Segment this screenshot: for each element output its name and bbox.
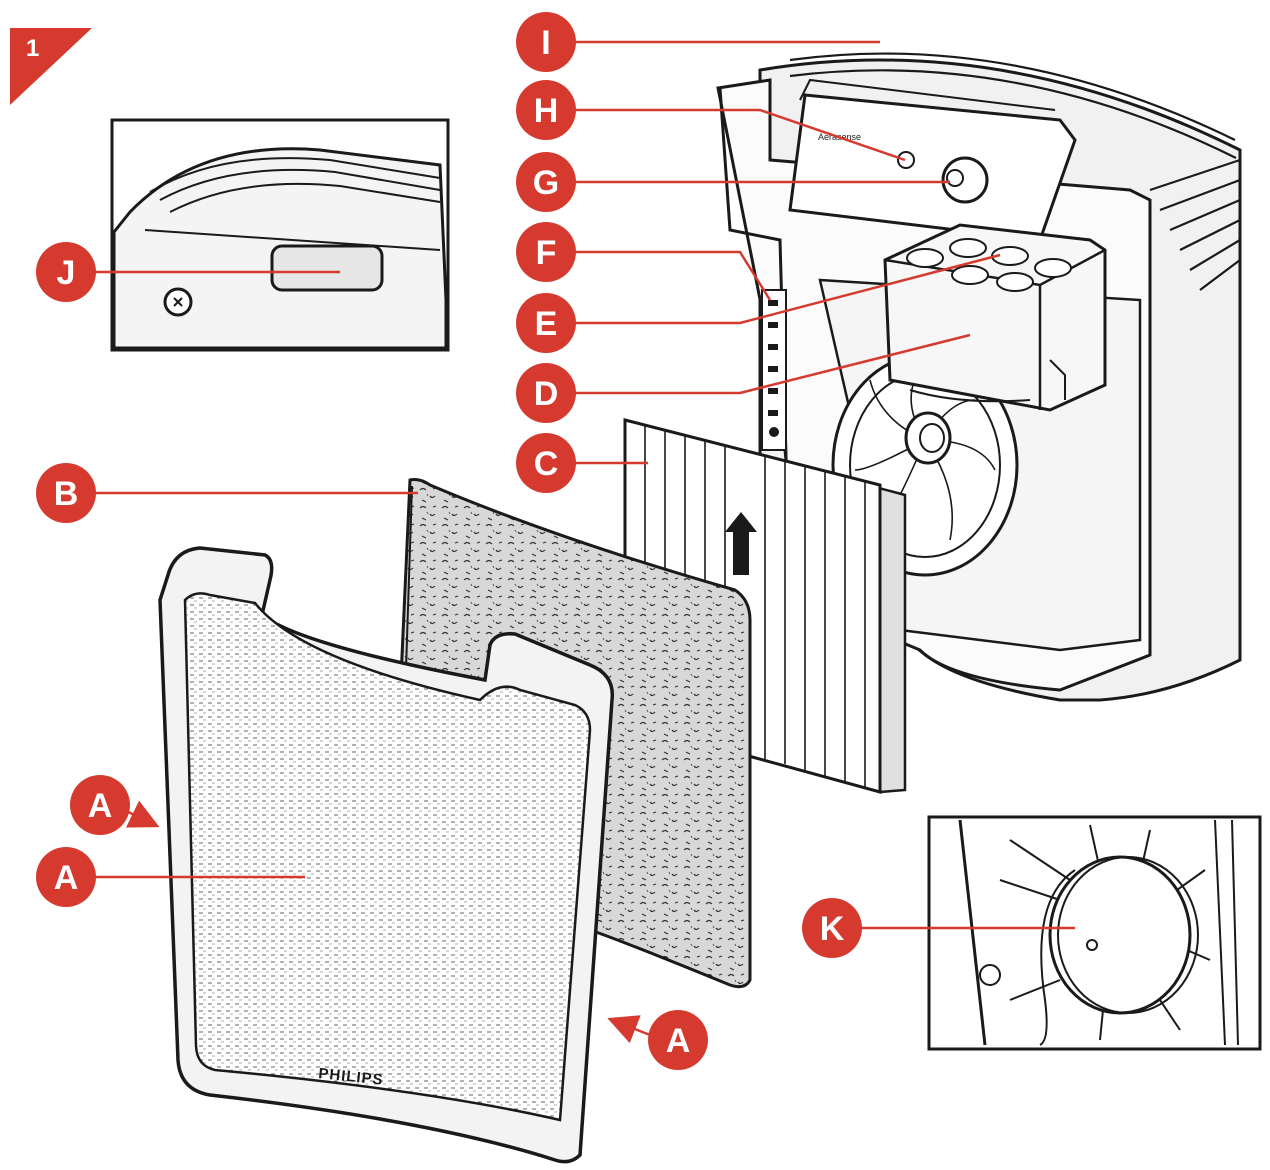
inset-k bbox=[927, 815, 1262, 1051]
callout-f[interactable]: F bbox=[516, 222, 576, 282]
step-number: 1 bbox=[26, 35, 39, 62]
callout-h[interactable]: H bbox=[516, 80, 576, 140]
callout-d[interactable]: D bbox=[516, 363, 576, 423]
callout-k-text: K bbox=[820, 910, 845, 948]
callout-a2-text: A bbox=[54, 859, 79, 897]
callout-a-side-left[interactable]: A bbox=[70, 775, 130, 835]
callout-a3-text: A bbox=[666, 1022, 691, 1060]
callout-c[interactable]: C bbox=[516, 433, 576, 493]
callout-g[interactable]: G bbox=[516, 152, 576, 212]
callout-d-text: D bbox=[534, 375, 559, 413]
callout-b-text: B bbox=[54, 475, 79, 513]
callout-i[interactable]: I bbox=[516, 12, 576, 72]
callout-k[interactable]: K bbox=[802, 898, 862, 958]
callout-j[interactable]: J bbox=[36, 242, 96, 302]
up-arrow-icon bbox=[725, 512, 757, 575]
callout-b[interactable]: B bbox=[36, 463, 96, 523]
callout-h-text: H bbox=[534, 92, 559, 130]
brand-logo: PHILIPS bbox=[318, 1065, 385, 1089]
callout-f-text: F bbox=[536, 234, 557, 272]
callout-a-front[interactable]: A bbox=[36, 847, 96, 907]
callout-e[interactable]: E bbox=[516, 293, 576, 353]
callout-g-text: G bbox=[533, 164, 559, 202]
callout-c-text: C bbox=[534, 445, 559, 483]
step-marker: 1 bbox=[10, 28, 92, 105]
prefilter-a: PHILIPS bbox=[158, 546, 615, 1164]
callout-a-side-right[interactable]: A bbox=[648, 1010, 708, 1070]
callouts: I H G F E D C B bbox=[36, 12, 862, 1070]
callout-a1-text: A bbox=[88, 787, 113, 825]
inset-j bbox=[110, 118, 450, 352]
callout-j-text: J bbox=[57, 254, 76, 292]
callout-e-text: E bbox=[535, 305, 558, 343]
callout-i-text: I bbox=[541, 24, 550, 62]
